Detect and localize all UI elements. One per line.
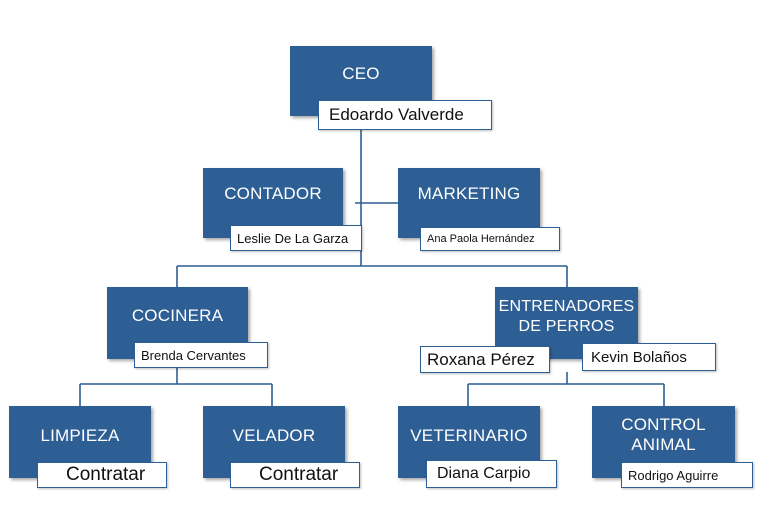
- entrenadores-name-1: Roxana Pérez: [427, 349, 535, 369]
- velador-name: Contratar: [259, 464, 339, 485]
- contador-name: Leslie De La Garza: [237, 230, 349, 246]
- veterinario-name: Diana Carpio: [437, 465, 531, 482]
- limpieza-title: LIMPIEZA: [40, 426, 120, 445]
- limpieza-name: Contratar: [66, 464, 146, 485]
- veterinario-name-box: Diana Carpio: [426, 460, 557, 488]
- marketing-box: MARKETING: [398, 168, 540, 238]
- contador-name-box: Leslie De La Garza: [230, 225, 362, 251]
- ceo-name-box: Edoardo Valverde: [318, 100, 492, 130]
- limpieza-name-box: Contratar: [37, 462, 167, 488]
- ceo-name: Edoardo Valverde: [329, 105, 464, 124]
- cocinera-name: Brenda Cervantes: [141, 347, 246, 363]
- velador-title: VELADOR: [232, 426, 316, 445]
- entrenadores-name-box-1: Roxana Pérez: [420, 346, 550, 373]
- control-animal-title: CONTROL ANIMAL: [621, 415, 706, 454]
- cocinera-name-box: Brenda Cervantes: [134, 342, 268, 368]
- entrenadores-name-2: Kevin Bolaños: [591, 348, 687, 366]
- marketing-name: Ana Paola Hernández: [427, 233, 535, 245]
- entrenadores-name-box-2: Kevin Bolaños: [582, 343, 716, 371]
- marketing-title: MARKETING: [417, 184, 521, 203]
- velador-name-box: Contratar: [230, 462, 360, 488]
- contador-title: CONTADOR: [224, 184, 322, 203]
- marketing-name-box: Ana Paola Hernández: [420, 227, 560, 251]
- cocinera-title: COCINERA: [131, 306, 224, 325]
- entrenadores-title: ENTRENADORES DE PERROS: [498, 298, 635, 335]
- control-animal-name: Rodrigo Aguirre: [628, 467, 719, 483]
- control-animal-name-box: Rodrigo Aguirre: [621, 462, 753, 488]
- limpieza-box: LIMPIEZA: [9, 406, 151, 478]
- veterinario-title: VETERINARIO: [410, 426, 528, 445]
- ceo-title: CEO: [342, 64, 380, 83]
